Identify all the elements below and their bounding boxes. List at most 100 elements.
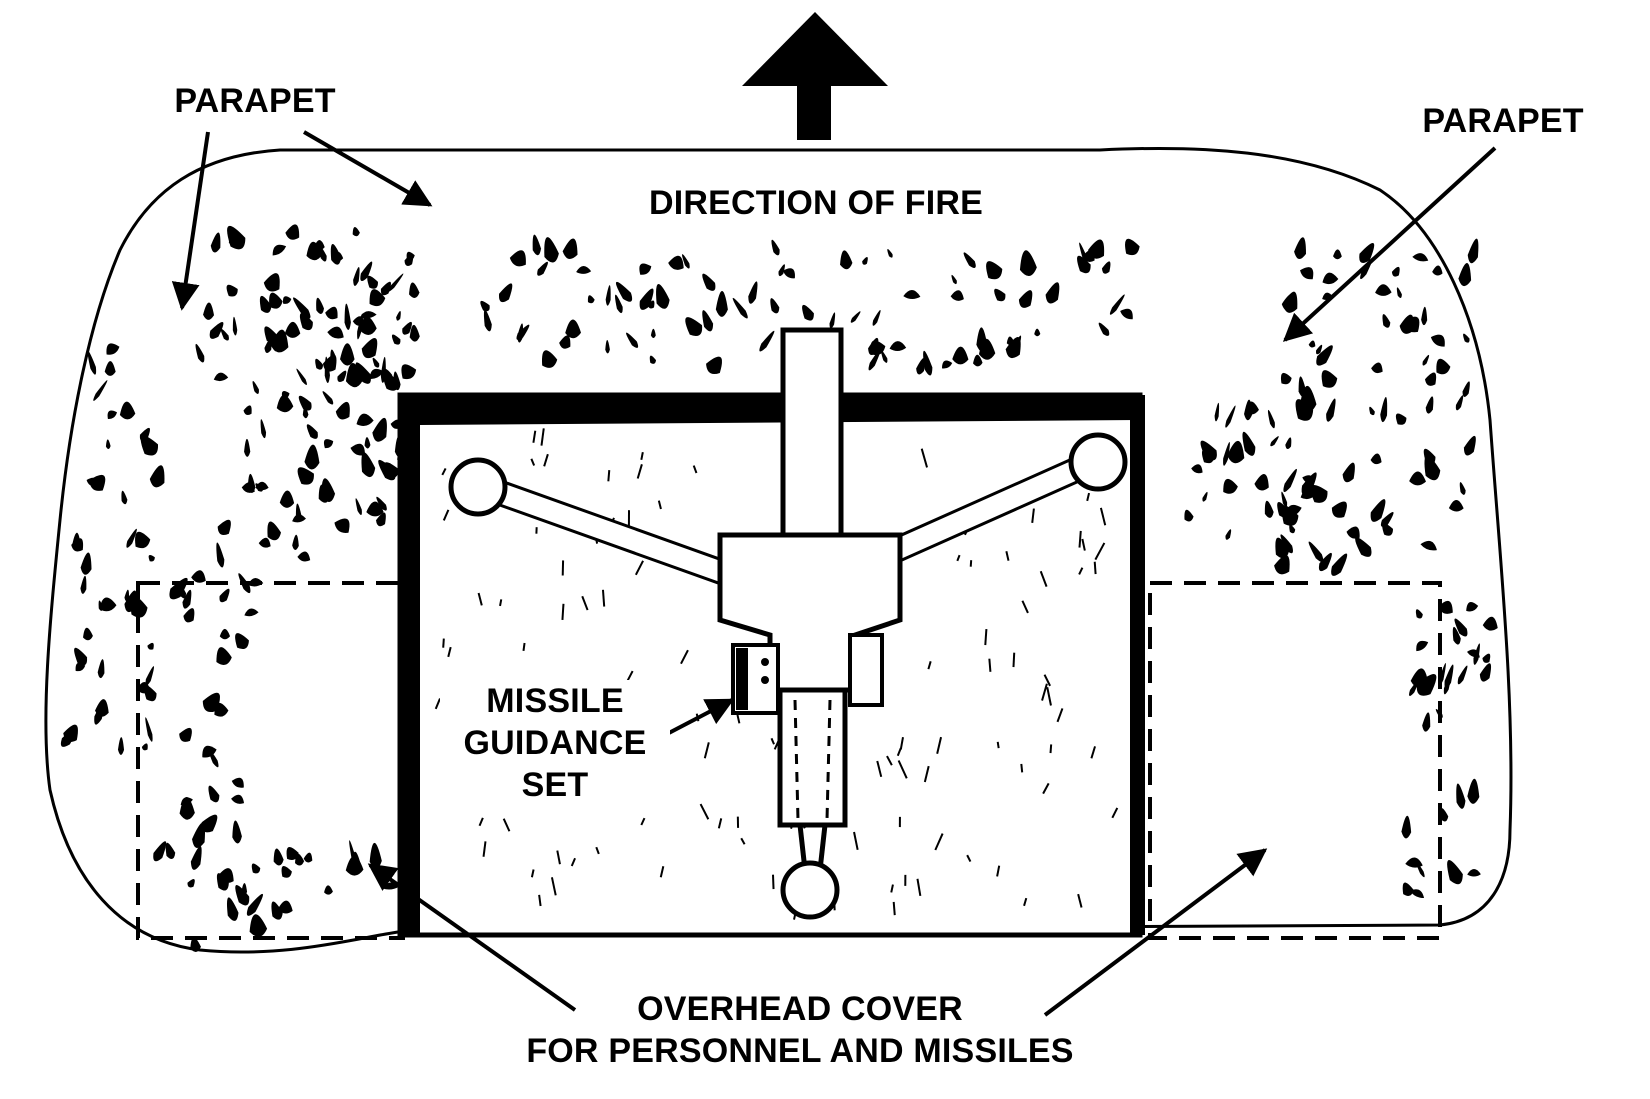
vegetation-stroke	[1466, 237, 1482, 264]
vegetation-stroke	[249, 861, 262, 875]
vegetation-stroke	[1461, 332, 1471, 343]
overhead-cover-line-2: FOR PERSONNEL AND MISSILES	[470, 1030, 1130, 1072]
vegetation-stroke	[148, 463, 169, 489]
grass-stroke	[1021, 764, 1022, 772]
vegetation-stroke	[1405, 857, 1423, 869]
vegetation-stroke	[1481, 652, 1493, 665]
vegetation-stroke	[231, 820, 243, 844]
vegetation-stroke	[1308, 340, 1316, 349]
vegetation-stroke	[351, 226, 360, 237]
vegetation-stroke	[389, 332, 402, 346]
vegetation-stroke	[146, 641, 156, 651]
vegetation-stroke	[232, 317, 238, 336]
vegetation-stroke	[340, 343, 355, 365]
vegetation-stroke	[576, 266, 591, 275]
vegetation-stroke	[371, 357, 381, 369]
vegetation-stroke	[1333, 249, 1342, 259]
vegetation-stroke	[359, 335, 382, 361]
vegetation-stroke	[561, 237, 581, 261]
vegetation-stroke	[1421, 307, 1428, 326]
vegetation-stroke	[223, 282, 240, 299]
vegetation-stroke	[535, 260, 550, 278]
vegetation-stroke	[141, 742, 150, 751]
vegetation-stroke	[397, 360, 419, 382]
vegetation-stroke	[1253, 472, 1271, 492]
vegetation-stroke	[280, 294, 292, 305]
vegetation-stroke	[716, 291, 728, 317]
vegetation-stroke	[217, 587, 232, 605]
vegetation-stroke	[407, 282, 420, 299]
vegetation-stroke	[324, 885, 334, 895]
vegetation-stroke	[637, 286, 658, 312]
vegetation-stroke	[332, 514, 354, 536]
vegetation-stroke	[1370, 452, 1383, 465]
vegetation-stroke	[481, 309, 493, 332]
vegetation-stroke	[950, 274, 958, 285]
vegetation-stroke	[605, 285, 612, 306]
vegetation-stroke	[1262, 500, 1274, 519]
vegetation-stroke	[231, 630, 252, 652]
vegetation-stroke	[730, 296, 750, 320]
vegetation-stroke	[1467, 778, 1481, 804]
vegetation-stroke	[1096, 321, 1111, 338]
vegetation-stroke	[182, 606, 198, 624]
grass-stroke	[443, 639, 444, 648]
vegetation-stroke	[82, 627, 94, 641]
vegetation-stroke	[103, 340, 122, 357]
grass-stroke	[523, 643, 524, 651]
vegetation-stroke	[1219, 476, 1239, 496]
vegetation-stroke	[769, 239, 782, 257]
vegetation-stroke	[259, 419, 267, 439]
vegetation-stroke	[189, 845, 205, 872]
vegetation-stroke	[1412, 251, 1430, 263]
vegetation-stroke	[1462, 434, 1480, 458]
vegetation-stroke	[496, 281, 516, 305]
vegetation-stroke	[1370, 361, 1385, 375]
pit-right-wall-shadow	[1130, 395, 1145, 935]
vegetation-stroke	[1380, 313, 1392, 329]
vegetation-stroke	[1421, 354, 1431, 367]
vegetation-stroke	[352, 266, 362, 286]
vegetation-stroke	[1432, 265, 1444, 276]
vegetation-stroke	[605, 340, 610, 354]
vegetation-stroke	[118, 737, 124, 755]
vegetation-stroke	[1190, 462, 1204, 474]
vegetation-stroke	[1458, 481, 1467, 495]
vegetation-stroke	[271, 848, 284, 867]
vegetation-stroke	[767, 297, 781, 315]
vegetation-stroke	[1423, 370, 1440, 388]
vegetation-stroke	[757, 329, 777, 353]
vegetation-stroke	[230, 793, 246, 806]
grass-stroke	[603, 590, 604, 607]
vegetation-stroke	[871, 309, 882, 327]
vegetation-stroke	[1034, 328, 1040, 336]
vegetation-stroke	[1456, 664, 1470, 685]
vegetation-stroke	[105, 408, 119, 421]
vegetation-stroke	[1467, 869, 1481, 877]
vegetation-stroke	[280, 490, 295, 508]
vegetation-stroke	[334, 399, 354, 422]
vegetation-stroke	[230, 775, 247, 790]
vegetation-stroke	[1367, 406, 1375, 416]
vegetation-stroke	[1421, 712, 1432, 733]
vegetation-stroke	[1449, 500, 1464, 512]
vegetation-stroke	[1375, 284, 1392, 296]
vegetation-stroke	[213, 645, 234, 667]
vegetation-stroke	[1414, 608, 1424, 620]
vegetation-stroke	[1458, 262, 1474, 287]
vegetation-stroke	[120, 490, 129, 505]
vegetation-stroke	[1478, 661, 1495, 683]
direction-of-fire-label: DIRECTION OF FIRE	[600, 182, 1032, 224]
vegetation-stroke	[1464, 600, 1479, 613]
vegetation-stroke	[508, 247, 531, 269]
vegetation-stroke	[1277, 370, 1293, 386]
vegetation-stroke	[540, 235, 561, 264]
overhead-cover-line-1: OVERHEAD COVER	[470, 988, 1130, 1030]
grass-stroke	[985, 629, 986, 645]
grass-stroke	[998, 742, 999, 748]
grass-stroke	[562, 604, 563, 620]
vegetation-stroke	[651, 329, 656, 338]
vegetation-stroke	[297, 550, 312, 563]
